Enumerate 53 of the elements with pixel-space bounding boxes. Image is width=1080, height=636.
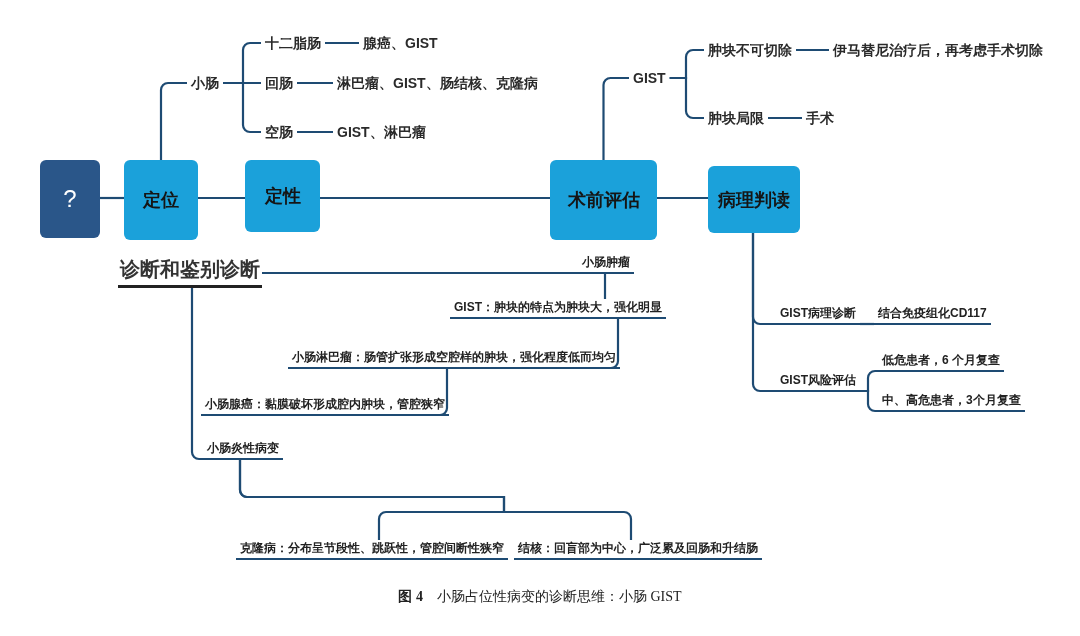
connector-line — [198, 196, 245, 200]
branch-label: 小肠淋巴瘤：肠管扩张形成空腔样的肿块，强化程度低而均匀 — [288, 349, 620, 369]
topic-box — [550, 160, 657, 240]
connector-line — [325, 41, 359, 45]
branch-label: 克隆病：分布呈节段性、跳跃性，管腔间断性狭窄 — [236, 540, 508, 560]
branch-label: 小肠 — [187, 73, 223, 93]
connector-line — [159, 81, 187, 160]
section-heading: 诊断和鉴别诊断 — [118, 253, 262, 288]
branch-label: 低危患者，6 个月复查 — [878, 352, 1004, 372]
branch-label: 空肠 — [261, 122, 297, 142]
branch-label: 十二脂肠 — [261, 33, 325, 53]
connector-line — [100, 196, 124, 200]
branch-label: GIST：肿块的特点为肿块大，强化明显 — [450, 299, 666, 319]
branch-label: GIST病理诊断 — [776, 305, 860, 325]
connector-line — [602, 76, 629, 160]
topic-label: ? — [63, 185, 77, 213]
branch-label: 小肠肿瘤 — [578, 254, 634, 274]
figure-caption: 图 4 小肠占位性病变的诊断思维：小肠 GIST — [398, 589, 682, 604]
topic-label: 定性 — [264, 185, 301, 207]
branch-label: GIST、淋巴瘤 — [333, 122, 430, 142]
connector-line — [297, 130, 333, 134]
branch-label: 小肠腺癌：黏膜破坏形成腔内肿块，管腔狭窄 — [201, 396, 449, 416]
topic-label: 定位 — [143, 189, 179, 211]
topic-box — [124, 160, 198, 240]
connector-line — [262, 271, 578, 275]
branch-label: 肿块不可切除 — [704, 40, 796, 60]
topic-label: 病理判读 — [718, 188, 790, 211]
connector-line — [860, 322, 874, 326]
branch-label: 腺癌、GIST — [359, 33, 442, 53]
root-box — [40, 160, 100, 238]
branch-label: 伊马替尼治疗后，再考虑手术切除 — [829, 40, 1047, 60]
branch-label: GIST风险评估 — [776, 372, 860, 392]
branch-label: 小肠炎性病变 — [203, 440, 283, 460]
connector-line — [768, 116, 802, 120]
branch-label: 淋巴瘤、GIST、肠结核、克隆病 — [333, 73, 542, 93]
topic-box — [245, 160, 320, 232]
connector-line — [238, 460, 633, 540]
branch-label: 回肠 — [261, 73, 297, 93]
branch-label: 手术 — [802, 108, 838, 128]
branch-label: 肿块局限 — [704, 108, 768, 128]
topic-label: 术前评估 — [567, 189, 640, 211]
connector-line — [603, 274, 607, 299]
branch-label: 中、高危患者，3个月复查 — [878, 392, 1025, 412]
connector-line — [796, 48, 829, 52]
connector-line — [297, 81, 333, 85]
connector-line — [657, 196, 708, 200]
branch-label: GIST — [629, 68, 670, 88]
branch-label: 结合免疫组化CD117 — [874, 305, 991, 325]
connector-line — [669, 76, 704, 120]
topic-box — [708, 166, 800, 233]
connector-line — [320, 196, 550, 200]
branch-label: 结核：回盲部为中心，广泛累及回肠和升结肠 — [514, 540, 762, 560]
connector-line — [223, 81, 261, 134]
